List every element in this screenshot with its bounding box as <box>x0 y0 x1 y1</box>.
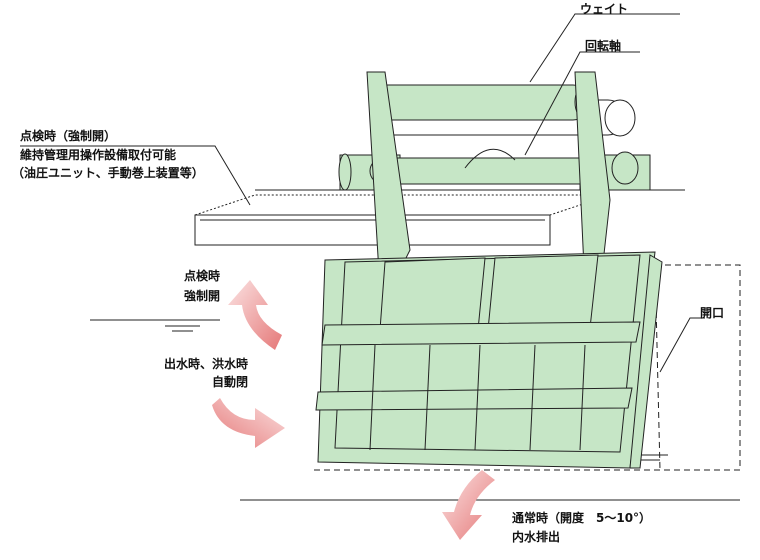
label-auto-close-2: 自動閉 <box>211 375 248 389</box>
forced-open-arrow <box>228 280 282 350</box>
label-inspection-line3: （油圧ユニット、手動巻上装置等） <box>12 166 204 180</box>
auto-close-arrow <box>212 398 285 448</box>
label-forced-open-1: 点検時 <box>183 269 220 283</box>
label-normal-1: 通常時（開度 5～10°） <box>512 511 652 525</box>
label-auto-close-1: 出水時、洪水時 <box>163 357 248 371</box>
label-weight: ウェイト <box>580 2 629 16</box>
label-rotation-axis: 回転軸 <box>585 39 622 53</box>
label-forced-open-2: 強制開 <box>183 289 220 303</box>
label-normal-2: 内水排出 <box>512 530 561 544</box>
normal-open-arrow <box>442 470 495 540</box>
label-opening: 開口 <box>700 306 725 320</box>
label-inspection-title: 点検時（強制開） <box>20 129 117 143</box>
label-inspection-line2: 維持管理用操作設備取付可能 <box>20 148 177 162</box>
